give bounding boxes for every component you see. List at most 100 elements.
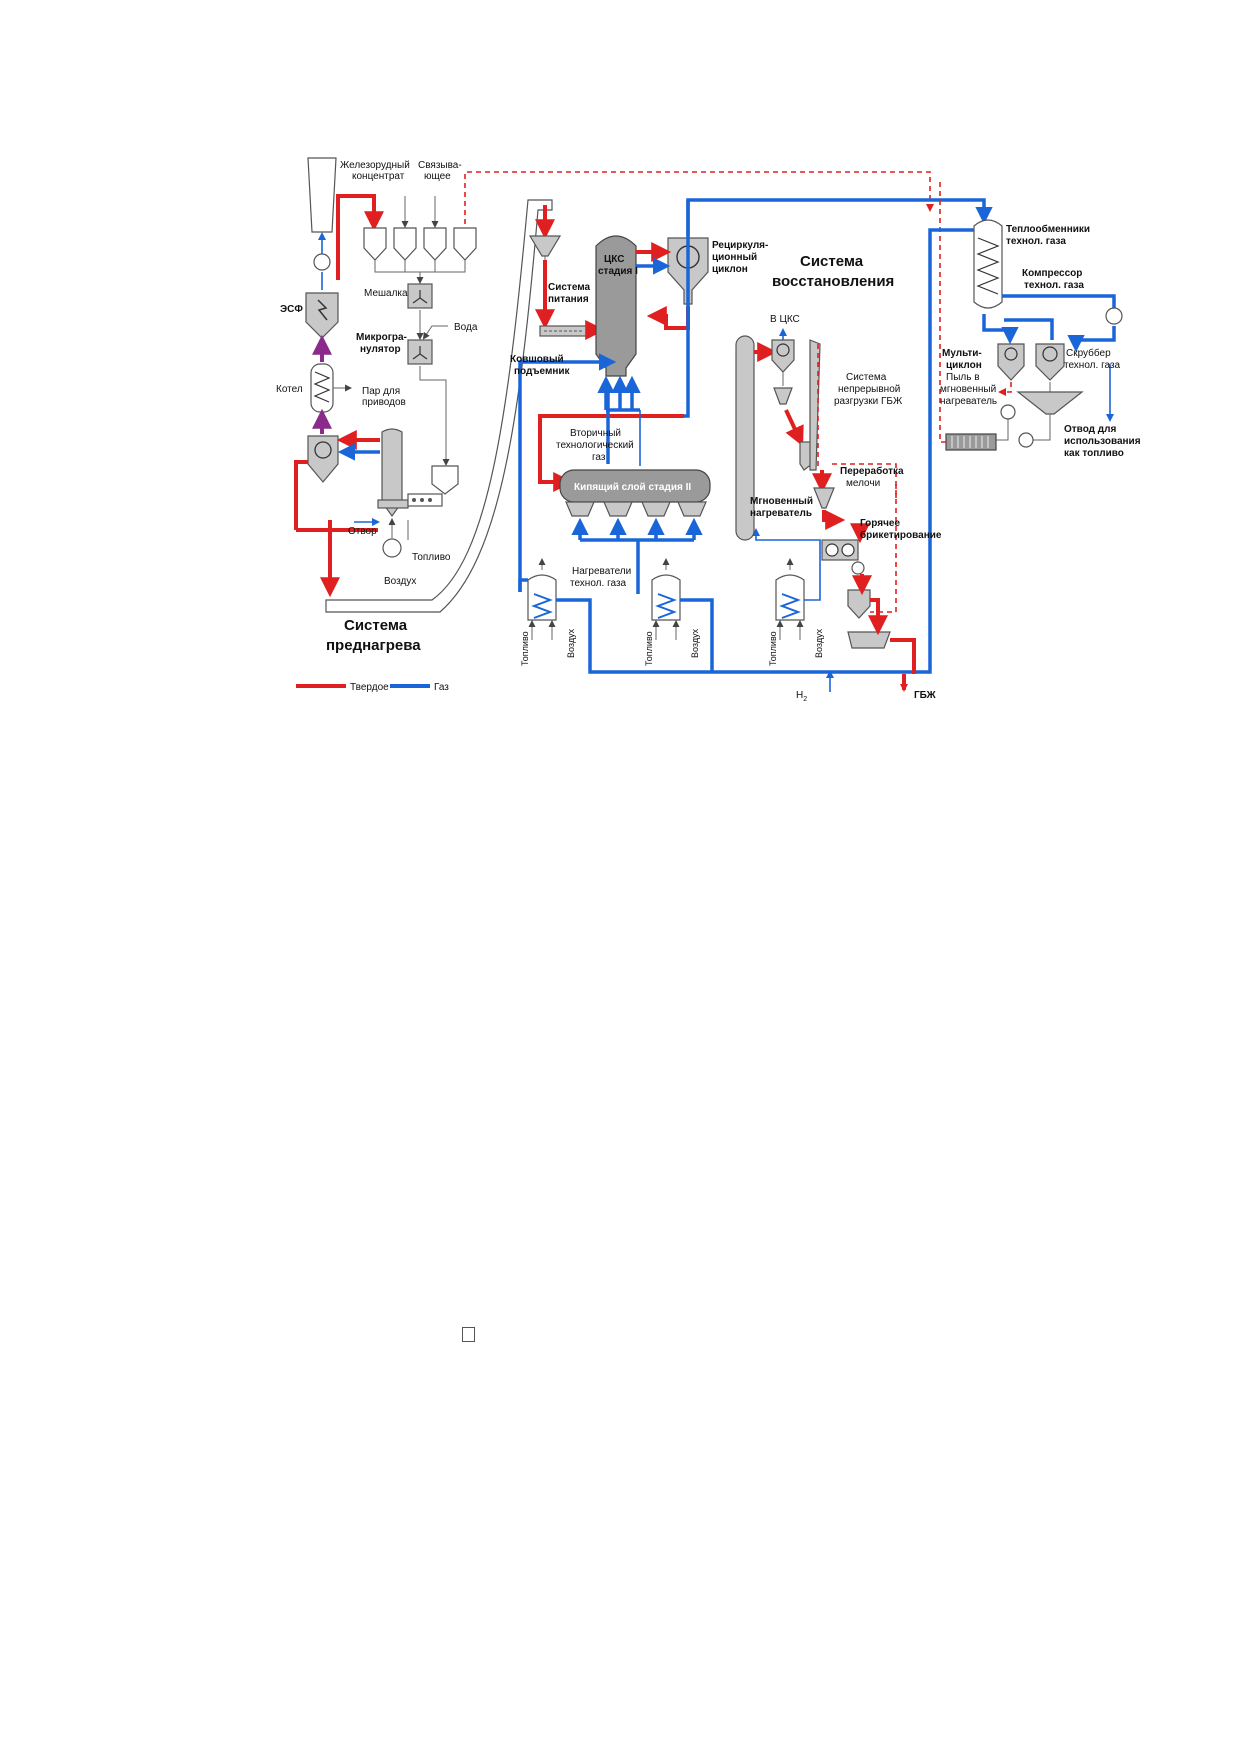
bucket-elevator-icon [325,199,553,613]
svg-text:разгрузки ГБЖ: разгрузки ГБЖ [834,396,903,407]
legend: Твердое Газ [296,682,449,693]
briquetting-press-icon [821,539,891,649]
svg-text:технол. газа: технол. газа [1006,236,1066,247]
label-hot-briquetting: Горячее [860,518,900,529]
svg-text:технол. газа: технол. газа [1024,280,1084,291]
flash-heater-icon [735,335,755,541]
micro-granulator-icon [407,339,433,365]
label-secondary-gas: Вторичный [570,428,621,439]
label-heater1-air: Воздух [566,628,576,658]
label-water: Вода [454,322,478,333]
svg-text:непрерывной: непрерывной [838,384,900,395]
esf-filter-icon [305,292,339,339]
svg-text:приводов: приводов [362,397,406,408]
svg-text:преднагрева: преднагрева [326,637,421,654]
scrubber-icon [1035,343,1065,381]
label-multicyclone: Мульти- [942,348,982,359]
label-bucket-elevator: Ковшовый [510,354,564,365]
label-fuel-offtake: Отвод для [1064,424,1116,435]
svg-text:технологический: технологический [556,440,634,451]
label-cfb-stage1: ЦКС [604,254,625,265]
svg-text:нагреватель: нагреватель [940,396,997,407]
svg-text:концентрат: концентрат [352,171,405,182]
legend-gas-label: Газ [434,682,449,693]
feed-hopper-icon [528,235,562,257]
label-compressor: Компрессор [1022,268,1082,279]
label-heat-exchangers: Теплообменники [1006,223,1090,235]
svg-text:нагреватель: нагреватель [750,508,812,519]
air-fan-icon [382,538,402,558]
label-fuel-preheat: Топливо [412,552,451,563]
svg-text:как топливо: как топливо [1064,448,1124,459]
label-steam: Пар для [362,386,400,397]
label-heater3-fuel: Топливо [768,631,778,666]
reduction-system-title: Система [800,253,864,270]
settling-tank-icon [1016,391,1084,415]
legend-solid-label: Твердое [350,682,389,693]
svg-text:питания: питания [548,294,589,305]
label-fluid-bed-stage2: Кипящий слой стадия II [574,482,691,493]
svg-text:нулятор: нулятор [360,344,401,355]
reduction-system [518,198,993,692]
fluid-bed-stage2-icon [559,469,711,517]
svg-text:подъемник: подъемник [514,366,571,377]
label-micro-granulator: Микрогра- [356,332,407,343]
label-heater2-air: Воздух [690,628,700,658]
svg-text:технол. газа: технол. газа [1064,360,1121,371]
svg-text:Пыль в: Пыль в [946,372,980,383]
svg-text:циклон: циклон [946,360,982,371]
gas-heater-3-icon [775,558,805,621]
gas-heater-2-icon [651,558,681,621]
label-esf: ЭСФ [280,304,303,315]
label-h2: H2 [796,690,807,703]
preheat-system-title: Система [344,617,408,634]
svg-text:мгновенный: мгновенный [940,384,996,395]
label-air-preheat: Воздух [384,576,416,587]
svg-text:восстановления: восстановления [772,273,894,290]
label-iron-concentrate: Железорудный [340,160,410,171]
stack-icon [307,157,337,233]
preheat-cyclone-icon [307,435,339,483]
label-heater2-fuel: Топливо [644,631,654,666]
label-mixer: Мешалка [364,288,408,299]
svg-text:газ: газ [592,452,606,463]
multicyclone-icon [997,343,1025,381]
label-hbi: ГБЖ [914,690,937,701]
label-boiler: Котел [276,384,303,395]
esf-fan-icon [313,253,331,271]
label-fines-processing: Переработка [840,465,904,477]
cfb-stage1-vessel-icon [595,235,637,377]
label-continuous-discharge: Система [846,372,887,383]
label-heater3-air: Воздух [814,628,824,658]
svg-text:использования: использования [1064,436,1141,447]
diagram-labels: Железорудный концентрат Связыва- ющее Ме… [276,160,1141,703]
svg-text:брикетирование: брикетирование [860,529,942,541]
label-flash-heater: Мгновенный [750,496,813,507]
svg-text:мелочи: мелочи [846,478,880,489]
water-pump-icon [1018,432,1034,448]
gas-heater-1-icon [527,558,557,621]
label-recirc-cyclone: Рециркуля- [712,240,768,251]
svg-text:технол. газа: технол. газа [570,578,627,589]
svg-text:циклон: циклон [712,264,748,275]
label-gas-heaters: Нагреватели [572,566,631,577]
label-to-cfb: В ЦКС [770,314,800,325]
label-offtake: Отвор [348,526,377,537]
svg-text:ционный: ционный [712,252,757,263]
preheat-system [294,157,934,613]
label-heater1-fuel: Топливо [520,631,530,666]
label-binders: Связыва- [418,160,462,171]
svg-text:стадия I: стадия I [598,266,638,277]
preheat-vessel-icon [381,428,403,518]
fines-hopper-icon [813,487,835,509]
page-marker-box [462,1327,475,1342]
label-feed-system: Система [548,282,591,293]
gas-treatment-system [928,180,1123,451]
svg-text:Железорудный: Железорудный [340,160,410,171]
compressor-icon [1105,307,1123,325]
boiler-icon [310,363,334,413]
heat-exchanger-icon [973,219,1003,309]
label-scrubber: Скруббер [1066,347,1111,359]
raw-material-bins [363,171,934,273]
